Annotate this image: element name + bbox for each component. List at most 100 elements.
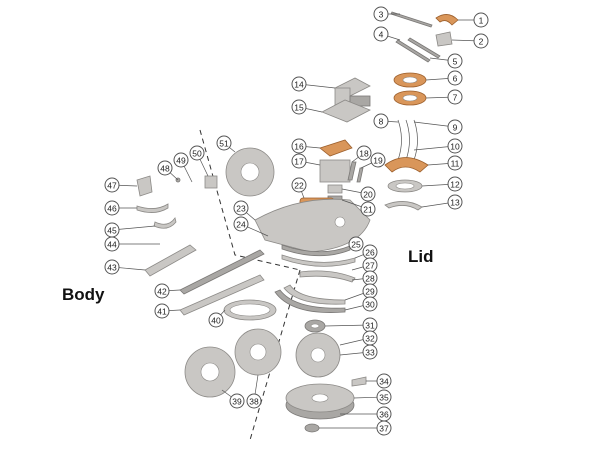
callout-number: 45: [107, 226, 117, 236]
callout-number: 36: [379, 410, 389, 420]
callout-17: 17: [291, 153, 307, 169]
part-17-housing: [319, 159, 351, 183]
callout-32: 32: [362, 330, 378, 346]
callout-51: 51: [216, 135, 232, 151]
callout-number: 5: [453, 57, 458, 67]
part-46-arm: [136, 203, 169, 213]
callout-34: 34: [376, 373, 392, 389]
callout-number: 4: [379, 30, 384, 40]
callout-24: 24: [233, 216, 249, 232]
lid-label: Lid: [408, 247, 434, 266]
part-19-pin: [356, 167, 364, 183]
callout-12: 12: [447, 176, 463, 192]
part-51-sprocket: [225, 147, 275, 197]
callout-number: 8: [379, 117, 384, 127]
part-50-block: [204, 175, 218, 189]
part-28-curved-plate: [299, 270, 356, 283]
callout-31: 31: [362, 317, 378, 333]
callout-number: 39: [232, 397, 242, 407]
part-47-bracket: [136, 175, 153, 197]
part-43-rail: [144, 244, 197, 277]
part-30-curved-plate: [274, 289, 346, 313]
callout-27: 27: [362, 257, 378, 273]
part-4b-rod: [407, 37, 441, 59]
body-parts: [136, 147, 282, 398]
callout-42: 42: [154, 283, 170, 299]
callout-40: 40: [208, 312, 224, 328]
callout-number: 6: [453, 74, 458, 84]
callout-47: 47: [104, 177, 120, 193]
callout-39: 39: [229, 393, 245, 409]
callout-16: 16: [291, 138, 307, 154]
part-35-sprocket: [285, 383, 355, 420]
part-16-bracket: [319, 139, 353, 157]
callout-number: 1: [479, 16, 484, 26]
part-9-wire: [405, 119, 410, 161]
callout-number: 46: [107, 204, 117, 214]
callout-33: 33: [362, 344, 378, 360]
part-11-half-ring: [384, 157, 429, 173]
callout-number: 2: [479, 37, 484, 47]
callout-26: 26: [362, 244, 378, 260]
part-13-clip: [384, 201, 423, 211]
callout-number: 7: [453, 93, 458, 103]
callout-number: 17: [294, 157, 304, 167]
callout-19: 19: [370, 152, 386, 168]
part-41-bar: [179, 274, 265, 316]
callout-50: 50: [189, 145, 205, 161]
callout-1: 1: [473, 12, 489, 28]
callout-number: 20: [363, 190, 373, 200]
callout-10: 10: [447, 138, 463, 154]
lid-parts: [254, 11, 459, 433]
callout-number: 35: [379, 393, 389, 403]
part-38-sprocket: [234, 328, 282, 376]
callout-number: 16: [294, 142, 304, 152]
callout-number: 33: [365, 348, 375, 358]
callout-7: 7: [447, 89, 463, 105]
callout-number: 22: [294, 181, 304, 191]
callout-number: 30: [365, 300, 375, 310]
callout-22: 22: [291, 177, 307, 193]
part-8-wire: [397, 119, 402, 161]
callout-23: 23: [233, 200, 249, 216]
part-4-rod: [395, 39, 431, 63]
callout-48: 48: [157, 160, 173, 176]
callout-2: 2: [473, 33, 489, 49]
callout-6: 6: [447, 70, 463, 86]
callout-number: 10: [450, 142, 460, 152]
callout-number: 9: [453, 123, 458, 133]
part-26-arc: [281, 254, 356, 267]
body-label: Body: [62, 285, 105, 304]
callout-number: 13: [450, 198, 460, 208]
callout-number: 32: [365, 334, 375, 344]
callout-44: 44: [104, 236, 120, 252]
callout-number: 42: [157, 287, 167, 297]
callout-number: 3: [379, 10, 384, 20]
callout-4: 4: [373, 26, 389, 42]
callout-number: 31: [365, 321, 375, 331]
callout-layer: 1234567891011121314151617181920212223242…: [104, 6, 489, 436]
callout-number: 34: [379, 377, 389, 387]
callout-number: 19: [373, 156, 383, 166]
part-42-bar: [179, 249, 265, 295]
callout-number: 18: [359, 149, 369, 159]
part-25-arc: [281, 244, 351, 257]
callout-5: 5: [447, 53, 463, 69]
callout-number: 43: [107, 263, 117, 273]
callout-number: 26: [365, 248, 375, 258]
callout-number: 23: [236, 204, 246, 214]
callout-30: 30: [362, 296, 378, 312]
part-37-nut: [304, 423, 320, 433]
callout-number: 44: [107, 240, 117, 250]
callout-number: 14: [294, 80, 304, 90]
callout-number: 50: [192, 149, 202, 159]
part-34-tab: [351, 376, 367, 387]
callout-number: 40: [211, 316, 221, 326]
callout-15: 15: [291, 99, 307, 115]
callout-29: 29: [362, 283, 378, 299]
callout-number: 51: [219, 139, 229, 149]
callout-3: 3: [373, 6, 389, 22]
callout-number: 48: [160, 164, 170, 174]
part-3-rod: [390, 11, 433, 28]
